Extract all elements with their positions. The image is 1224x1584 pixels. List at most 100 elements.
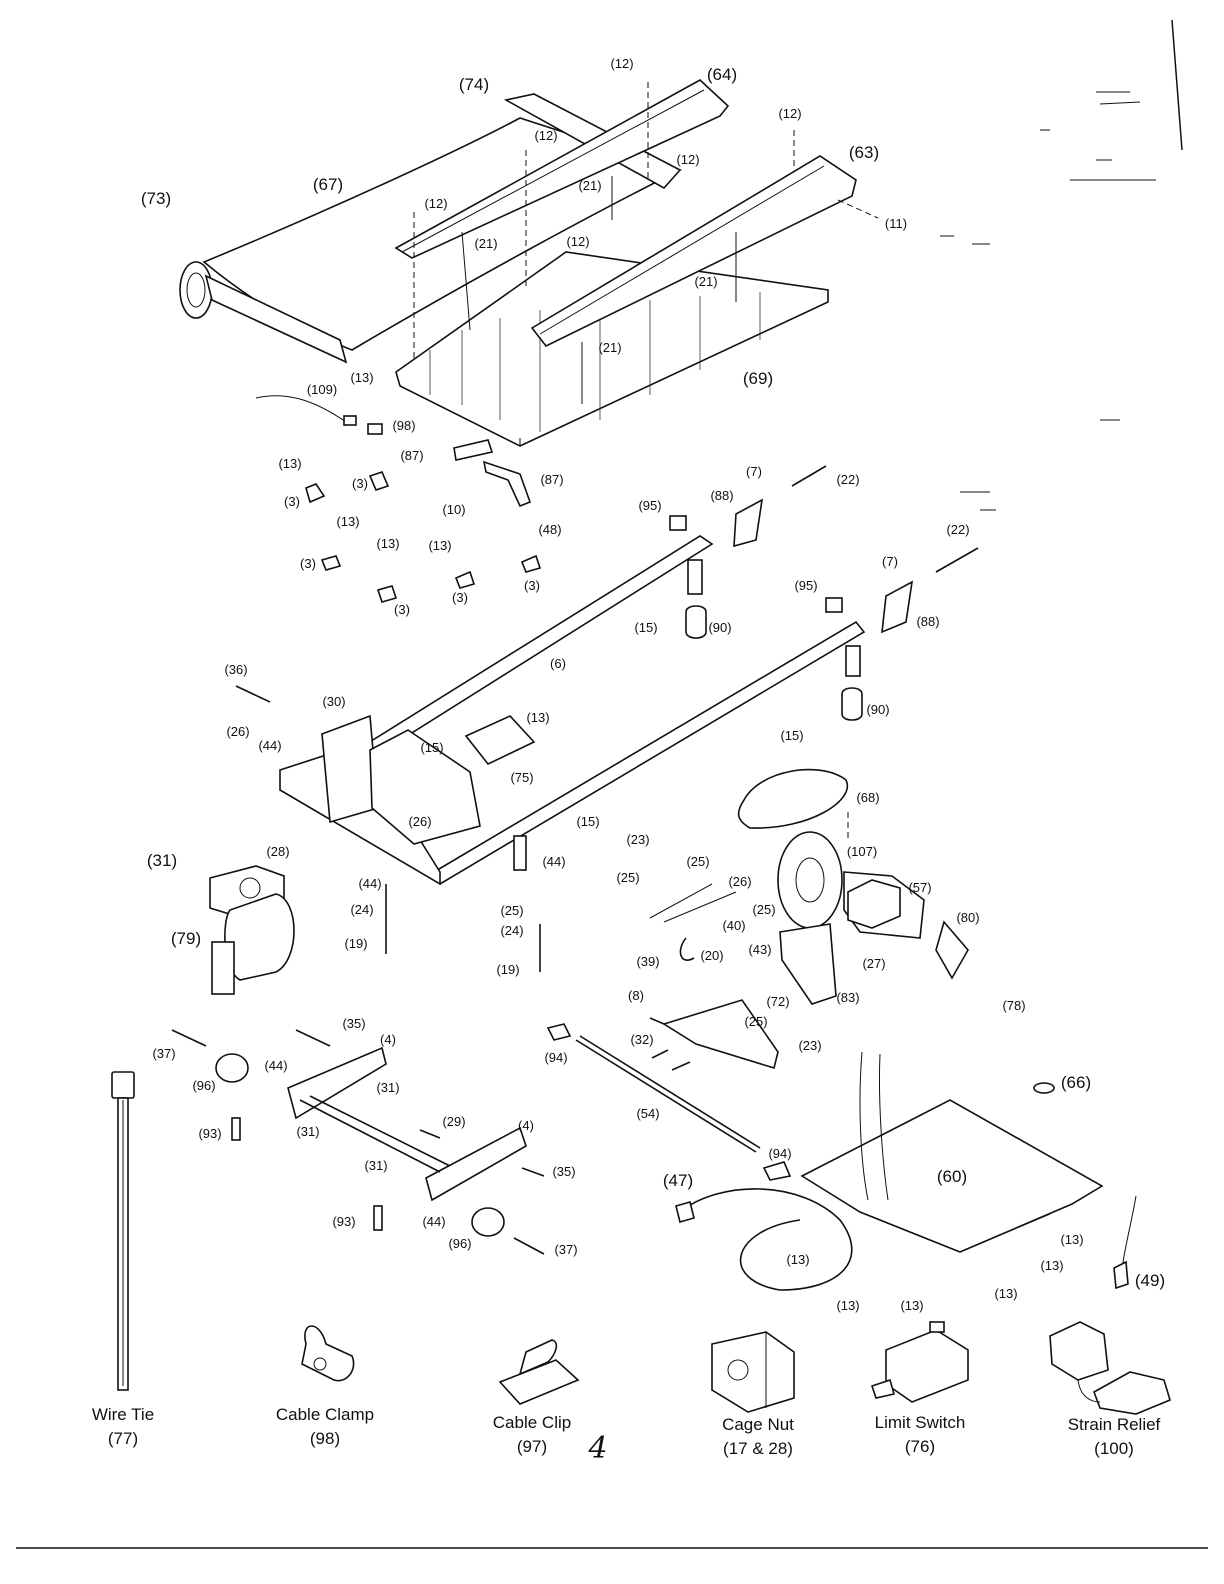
part-callout: (80) [956, 910, 979, 925]
legend-wire-tie-num: (77) [108, 1429, 138, 1448]
part-callout: (3) [452, 590, 468, 605]
cage-nut-icon [711, 1331, 795, 1413]
part-callout: (68) [856, 790, 879, 805]
part-callout: (88) [710, 488, 733, 503]
part-callout: (22) [836, 472, 859, 487]
part-callout: (3) [284, 494, 300, 509]
part-callout: (109) [307, 382, 337, 397]
control-board [464, 715, 536, 765]
part-callout: (25) [616, 870, 639, 885]
part-callout: (3) [352, 476, 368, 491]
part-callout: (23) [798, 1038, 821, 1053]
part-callout: (35) [342, 1016, 365, 1031]
part-callout: (43) [748, 942, 771, 957]
part-callout: (64) [707, 65, 737, 84]
limit-switch-icon [870, 1321, 969, 1403]
legend-labels: Wire Tie (77) Cable Clamp (98) Cable Cli… [92, 1405, 1161, 1458]
part-callout: (13) [376, 536, 399, 551]
part-callout: (6) [550, 656, 566, 671]
part-callout: (67) [313, 175, 343, 194]
legend-limit-switch-name: Limit Switch [875, 1413, 966, 1432]
part-callout: (13) [836, 1298, 859, 1313]
part-callout: (21) [578, 178, 601, 193]
part-callout: (13) [278, 456, 301, 471]
wheel [471, 1207, 505, 1237]
page-number: 4 [587, 1431, 607, 1466]
part-callout: (31) [147, 851, 177, 870]
drive-motor [737, 768, 969, 1005]
legend-cable-clip-name: Cable Clip [493, 1413, 571, 1432]
part-callout: (28) [266, 844, 289, 859]
part-callout: (54) [636, 1106, 659, 1121]
part-callout: (25) [752, 902, 775, 917]
flywheel [777, 831, 843, 929]
part-callout: (37) [554, 1242, 577, 1257]
part-callout: (44) [358, 876, 381, 891]
part-callout: (24) [500, 923, 523, 938]
part-callout: (19) [496, 962, 519, 977]
part-callout: (93) [332, 1214, 355, 1229]
part-callout: (73) [141, 189, 171, 208]
part-callout: (12) [424, 196, 447, 211]
part-callout: (19) [344, 936, 367, 951]
cable-clamp-icon [301, 1325, 355, 1382]
part-callout: (31) [376, 1080, 399, 1095]
power-cord [675, 1051, 1137, 1291]
part-callout: (72) [766, 994, 789, 1009]
part-callout: (12) [610, 56, 633, 71]
legend-cable-clamp-name: Cable Clamp [276, 1405, 374, 1424]
part-callout: (36) [224, 662, 247, 677]
part-callout: (93) [198, 1126, 221, 1141]
part-callout: (44) [422, 1214, 445, 1229]
lift-motor [209, 865, 541, 995]
part-callout: (22) [946, 522, 969, 537]
deck-bolts [461, 176, 737, 404]
part-callout: (27) [862, 956, 885, 971]
part-callout: (13) [786, 1252, 809, 1267]
part-callout: (96) [448, 1236, 471, 1251]
part-callout: (31) [364, 1158, 387, 1173]
incline-base [171, 1029, 545, 1255]
part-callout: (4) [380, 1032, 396, 1047]
side-rail-right [530, 155, 857, 348]
part-callout: (48) [538, 522, 561, 537]
part-callout: (11) [885, 216, 907, 231]
small-brackets [255, 395, 542, 603]
part-callout: (39) [636, 954, 659, 969]
part-callout: (63) [849, 143, 879, 162]
part-callout: (23) [626, 832, 649, 847]
part-callout: (13) [900, 1298, 923, 1313]
wheel [215, 1053, 249, 1083]
part-callout: (47) [663, 1171, 693, 1190]
callout-labels: (12)(64)(74)(12)(12)(12)(63)(73)(67)(21)… [141, 56, 1165, 1313]
part-callout: (37) [152, 1046, 175, 1061]
legend-cable-clamp-num: (98) [310, 1429, 340, 1448]
part-callout: (83) [836, 990, 859, 1005]
side-rail-left [394, 79, 730, 259]
legend-limit-switch-num: (76) [905, 1437, 935, 1456]
part-callout: (49) [1135, 1271, 1165, 1290]
part-callout: (57) [908, 880, 931, 895]
part-callout: (12) [676, 152, 699, 167]
scan-noise [940, 91, 1156, 511]
part-callout: (12) [778, 106, 801, 121]
part-callout: (12) [566, 234, 589, 249]
part-callout: (66) [1061, 1073, 1091, 1092]
part-callout: (21) [598, 340, 621, 355]
part-callout: (88) [916, 614, 939, 629]
part-callout: (90) [866, 702, 889, 717]
part-callout: (13) [336, 514, 359, 529]
legend-strain-relief-num: (100) [1094, 1439, 1134, 1458]
part-callout: (7) [882, 554, 898, 569]
part-callout: (30) [322, 694, 345, 709]
roller-bracket [662, 999, 779, 1070]
foot-pad [685, 605, 707, 639]
part-callout: (40) [722, 918, 745, 933]
tensioner-parts [649, 883, 779, 1071]
part-callout: (26) [728, 874, 751, 889]
part-callout: (13) [350, 370, 373, 385]
pivot-rod [546, 1023, 792, 1181]
part-callout: (3) [300, 556, 316, 571]
part-callout: (7) [746, 464, 762, 479]
